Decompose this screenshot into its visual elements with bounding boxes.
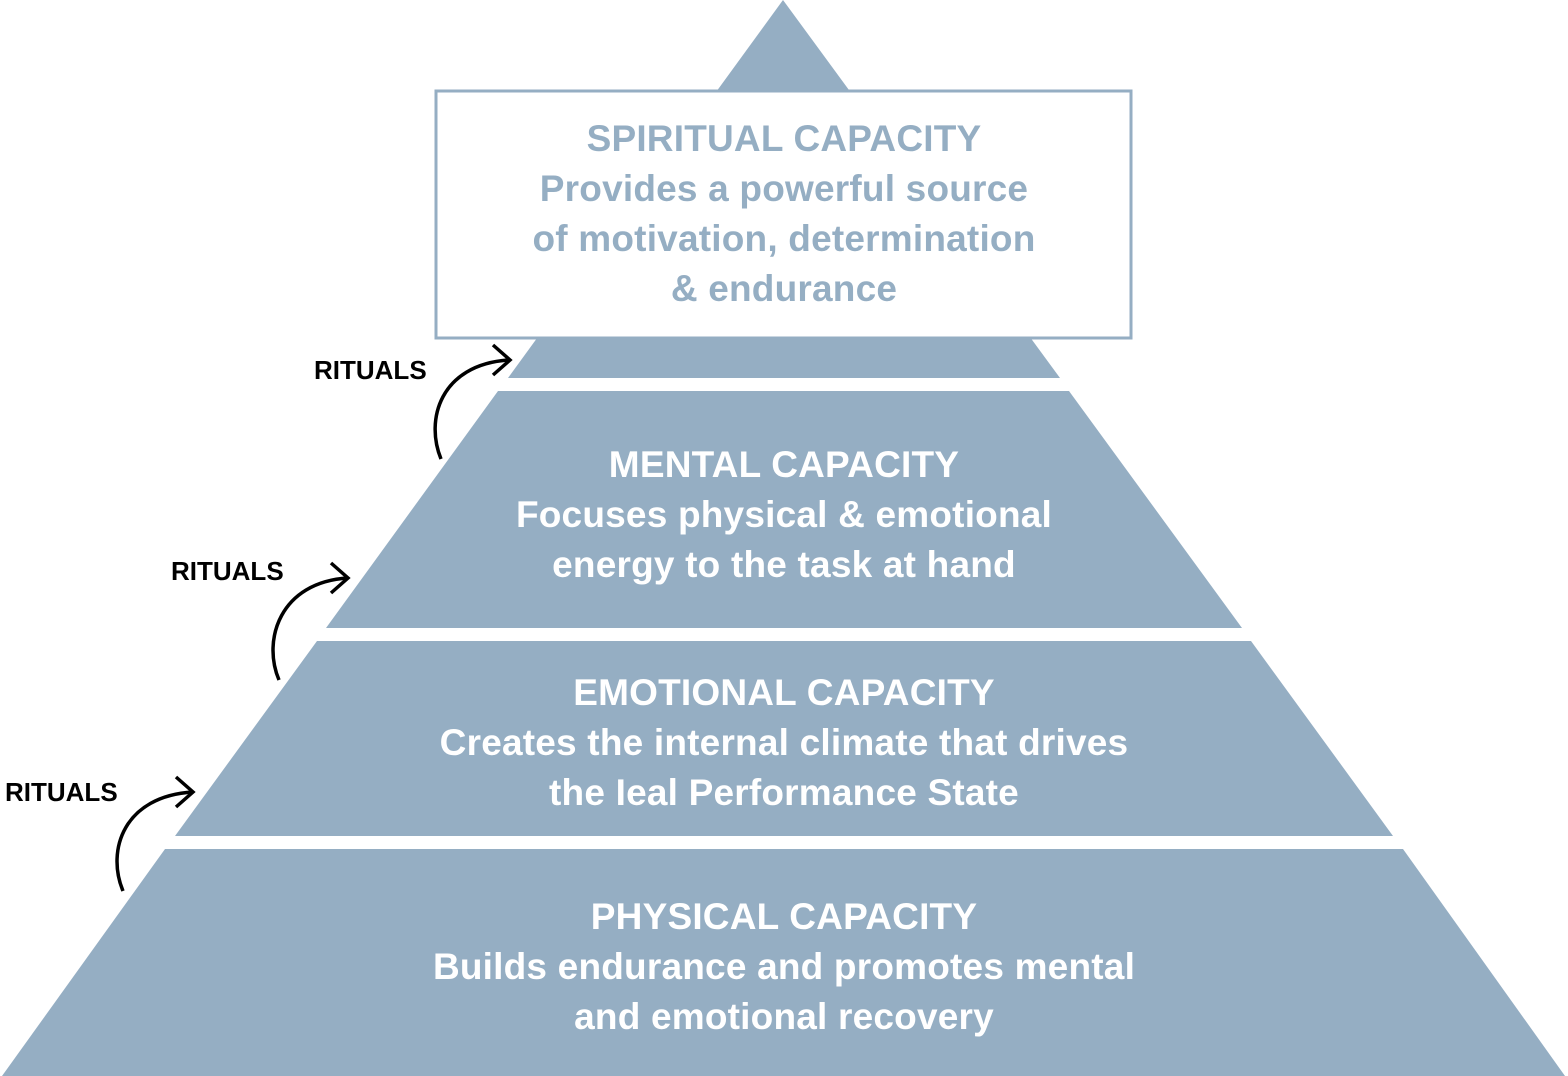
pyramid-level-emotional — [175, 641, 1393, 836]
physical-capacity-text: PHYSICAL CAPACITY Builds endurance and p… — [0, 892, 1568, 1042]
mental-capacity-text: MENTAL CAPACITY Focuses physical & emoti… — [0, 440, 1568, 590]
level-title: MENTAL CAPACITY — [608, 444, 960, 485]
level-description-line: Creates the internal climate that drives — [439, 722, 1129, 763]
rituals-label: RITUALS — [5, 777, 118, 807]
level-title: PHYSICAL CAPACITY — [590, 896, 978, 937]
emotional-capacity-text: EMOTIONAL CAPACITY Creates the internal … — [0, 668, 1568, 818]
spiritual-capacity-text: SPIRITUAL CAPACITY Provides a powerful s… — [0, 114, 1568, 314]
curved-arrow-icon — [115, 775, 196, 892]
spiritual-capacity-box — [434, 89, 1133, 340]
level-description-line: Provides a powerful source — [539, 168, 1029, 209]
level-description-line: Builds endurance and promotes mental — [432, 946, 1136, 987]
level-description-line: & endurance — [670, 268, 898, 309]
level-title: SPIRITUAL CAPACITY — [586, 118, 982, 159]
pyramid-level-physical — [2, 849, 1565, 1076]
level-description-line: of motivation, determination — [532, 218, 1036, 259]
level-description-line: and emotional recovery — [574, 996, 994, 1037]
pyramid-level-mental — [326, 391, 1242, 628]
level-description-line: the Ieal Performance State — [549, 772, 1019, 813]
level-title: EMOTIONAL CAPACITY — [573, 672, 995, 713]
level-description-line: energy to the task at hand — [552, 544, 1016, 585]
curved-arrow-icon — [433, 343, 513, 460]
rituals-label: RITUALS — [171, 556, 284, 586]
rituals-label: RITUALS — [314, 355, 427, 385]
curved-arrow-icon — [271, 561, 351, 681]
level-description-line: Focuses physical & emotional — [515, 494, 1053, 535]
